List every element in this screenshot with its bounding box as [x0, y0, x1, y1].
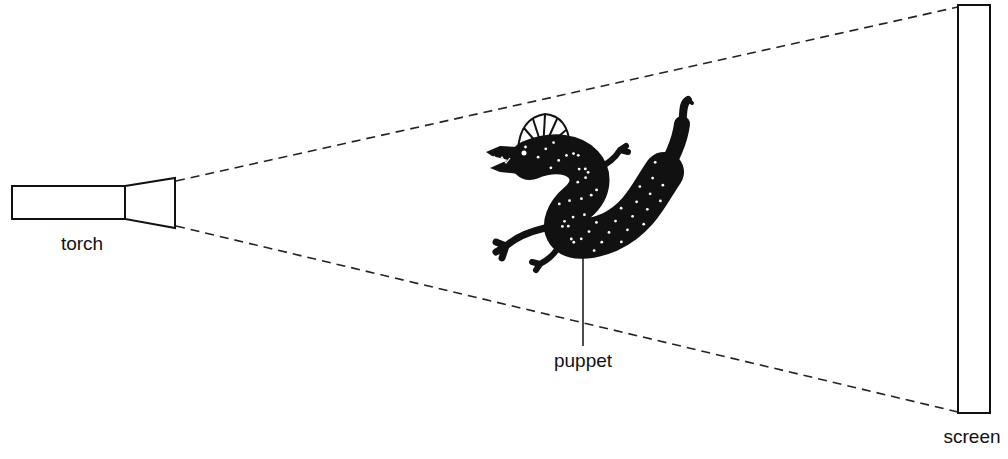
scale-dot	[580, 237, 583, 240]
scale-dot	[626, 228, 629, 231]
scale-dot	[580, 197, 583, 200]
scale-dot	[646, 208, 649, 211]
scale-dot	[584, 168, 587, 171]
scale-dot	[583, 213, 586, 216]
scale-dot	[576, 181, 579, 184]
scale-dot	[635, 200, 638, 203]
scale-dot	[568, 199, 571, 202]
dragon-leg	[496, 228, 545, 258]
dragon-leg	[640, 184, 670, 196]
scale-dot	[537, 156, 540, 159]
scale-dot	[552, 141, 555, 144]
part-label: screen	[943, 427, 1000, 448]
dragon-tail	[688, 100, 692, 103]
torch-head	[125, 178, 175, 228]
scale-dot	[558, 203, 561, 206]
scale-dot	[651, 177, 654, 180]
scale-dot	[572, 241, 575, 244]
part-label: torch	[61, 234, 103, 255]
scale-dot	[570, 238, 573, 241]
dragon-scales	[524, 141, 664, 252]
scale-dot	[661, 184, 664, 187]
torch-body	[12, 186, 125, 219]
leader-line	[582, 252, 584, 346]
part-label: puppet	[554, 351, 612, 372]
scale-dot	[638, 185, 641, 188]
scale-dot	[544, 147, 547, 150]
scale-dot	[620, 241, 623, 244]
scale-dot	[524, 146, 527, 149]
dragon-head	[486, 146, 540, 176]
scale-dot	[567, 225, 570, 228]
scale-dot	[572, 216, 575, 219]
dragon-teeth	[494, 156, 510, 163]
scale-dot	[608, 231, 611, 234]
dragon-tail	[660, 124, 682, 176]
screen-board	[958, 5, 990, 413]
scale-dot	[659, 200, 662, 203]
scale-dot	[563, 220, 566, 223]
scale-dot	[577, 154, 580, 157]
scale-dot	[565, 154, 568, 157]
scale-dot	[549, 166, 552, 169]
scale-dot	[649, 192, 652, 195]
scale-dot	[572, 152, 575, 155]
scale-dot	[595, 189, 598, 192]
dragon-eye	[522, 151, 527, 156]
scale-dot	[631, 215, 634, 218]
scale-dot	[620, 207, 623, 210]
scale-dot	[578, 168, 581, 171]
scale-dot	[587, 171, 590, 174]
scale-dot	[590, 194, 593, 197]
scale-dot	[561, 225, 564, 228]
dragon-leg	[532, 246, 560, 270]
scale-dot	[595, 221, 598, 224]
dragon-leg	[596, 146, 628, 170]
beam-edge	[176, 7, 958, 181]
scale-dot	[588, 230, 591, 233]
scale-dot	[642, 223, 645, 226]
scale-dot	[614, 220, 617, 223]
scale-dot	[557, 159, 560, 162]
dragon-tail	[682, 100, 688, 124]
scale-dot	[584, 176, 587, 179]
scale-dot	[600, 241, 603, 244]
dragon-puppet	[486, 100, 692, 270]
scale-dot	[593, 249, 596, 252]
scale-dot	[654, 161, 657, 164]
